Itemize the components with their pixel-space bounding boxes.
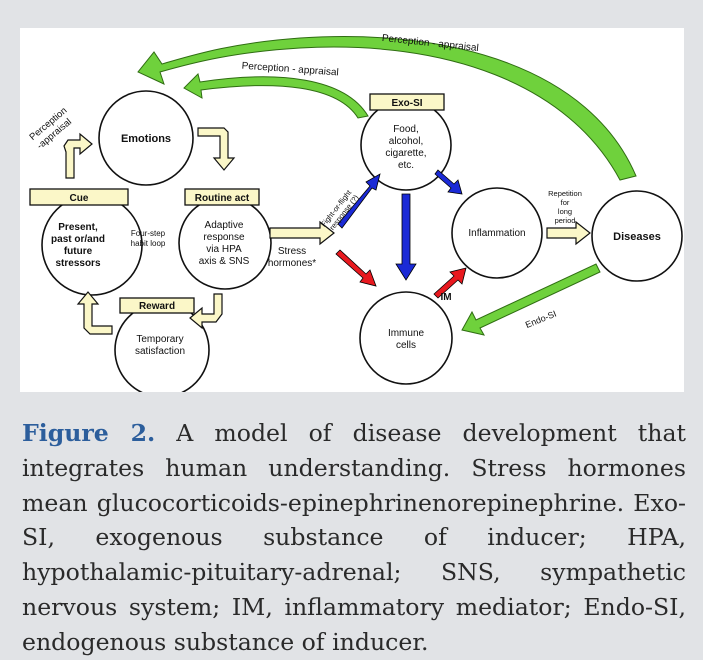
routine-label: Routine act	[195, 193, 250, 204]
cue-box	[29, 188, 129, 206]
exo-si-label: Exo-SI	[391, 98, 422, 109]
arrow-exo-to-inflammation	[434, 169, 463, 195]
diseases-circle	[591, 190, 683, 282]
emotions-label: Emotions	[121, 133, 171, 145]
arrow-fight-flight	[337, 173, 381, 229]
reward-label: Reward	[139, 301, 175, 312]
arrow-repetition	[546, 220, 591, 246]
arrow-reward-to-cue	[76, 291, 113, 335]
routine-body-2: response	[203, 232, 245, 243]
repetition-label-4: period	[555, 216, 576, 225]
arrow-im	[433, 267, 467, 299]
cue-circle	[41, 194, 143, 296]
four-step-label-1: Four-step	[131, 229, 166, 238]
inflammation-label: Inflammation	[468, 228, 525, 239]
cue-body-1: Present,	[58, 222, 98, 233]
endo-si-label: Endo-SI	[524, 308, 558, 329]
arrow-diseases-to-emotions	[137, 36, 637, 181]
caption-text: A model of disease development that inte…	[22, 419, 687, 656]
stress-label-1: Stress	[278, 246, 306, 257]
arrow-routine-to-stress	[269, 220, 335, 246]
cue-body-2: past or/and	[51, 234, 105, 245]
figure-caption: Figure 2. A model of disease development…	[22, 416, 686, 660]
exo-body-4: etc.	[398, 160, 414, 171]
cue-label: Cue	[70, 193, 89, 204]
im-label: IM	[440, 292, 451, 303]
exo-body-1: Food,	[393, 124, 419, 135]
repetition-label-1: Repetition	[548, 189, 582, 198]
caption-label: Figure 2.	[22, 419, 156, 447]
figure-panel: Perception - appraisal Perception - appr…	[20, 28, 684, 392]
arrow-endo-si	[461, 263, 601, 336]
inflammation-circle	[451, 187, 543, 279]
routine-body-1: Adaptive	[205, 220, 244, 231]
routine-circle	[178, 196, 272, 290]
perception-mid-label: Perception - appraisal	[241, 61, 339, 79]
emotions-circle	[98, 90, 194, 186]
diagram: Perception - appraisal Perception - appr…	[27, 33, 683, 392]
arrow-stress-to-immune	[335, 249, 377, 287]
reward-body-2: satisfaction	[135, 346, 185, 357]
reward-body-1: Temporary	[136, 334, 183, 345]
four-step-label-2: habit loop	[131, 239, 166, 248]
arrow-exo-to-emotions	[183, 73, 369, 119]
arrow-routine-to-reward	[189, 293, 223, 330]
cue-body-3: future	[64, 246, 93, 257]
routine-box	[184, 188, 260, 206]
cue-body-4: stressors	[55, 258, 100, 269]
routine-body-3: via HPA	[206, 244, 242, 255]
immune-label-1: Immune	[388, 328, 425, 339]
immune-circle	[359, 291, 453, 385]
routine-body-4: axis & SNS	[199, 256, 250, 267]
arrow-emotions-to-routine	[197, 127, 236, 171]
arrow-cue-to-emotions	[63, 132, 93, 179]
arrow-exo-to-immune	[395, 193, 417, 281]
reward-box	[119, 297, 195, 314]
repetition-label-2: for	[561, 198, 570, 207]
exo-body-3: cigarette,	[385, 148, 426, 159]
immune-label-2: cells	[396, 340, 416, 351]
repetition-label-3: long	[558, 207, 572, 216]
exo-si-box	[369, 93, 445, 111]
diseases-label: Diseases	[613, 231, 661, 243]
exo-body-2: alcohol,	[389, 136, 423, 147]
stress-label-2: hormones*	[268, 258, 316, 269]
